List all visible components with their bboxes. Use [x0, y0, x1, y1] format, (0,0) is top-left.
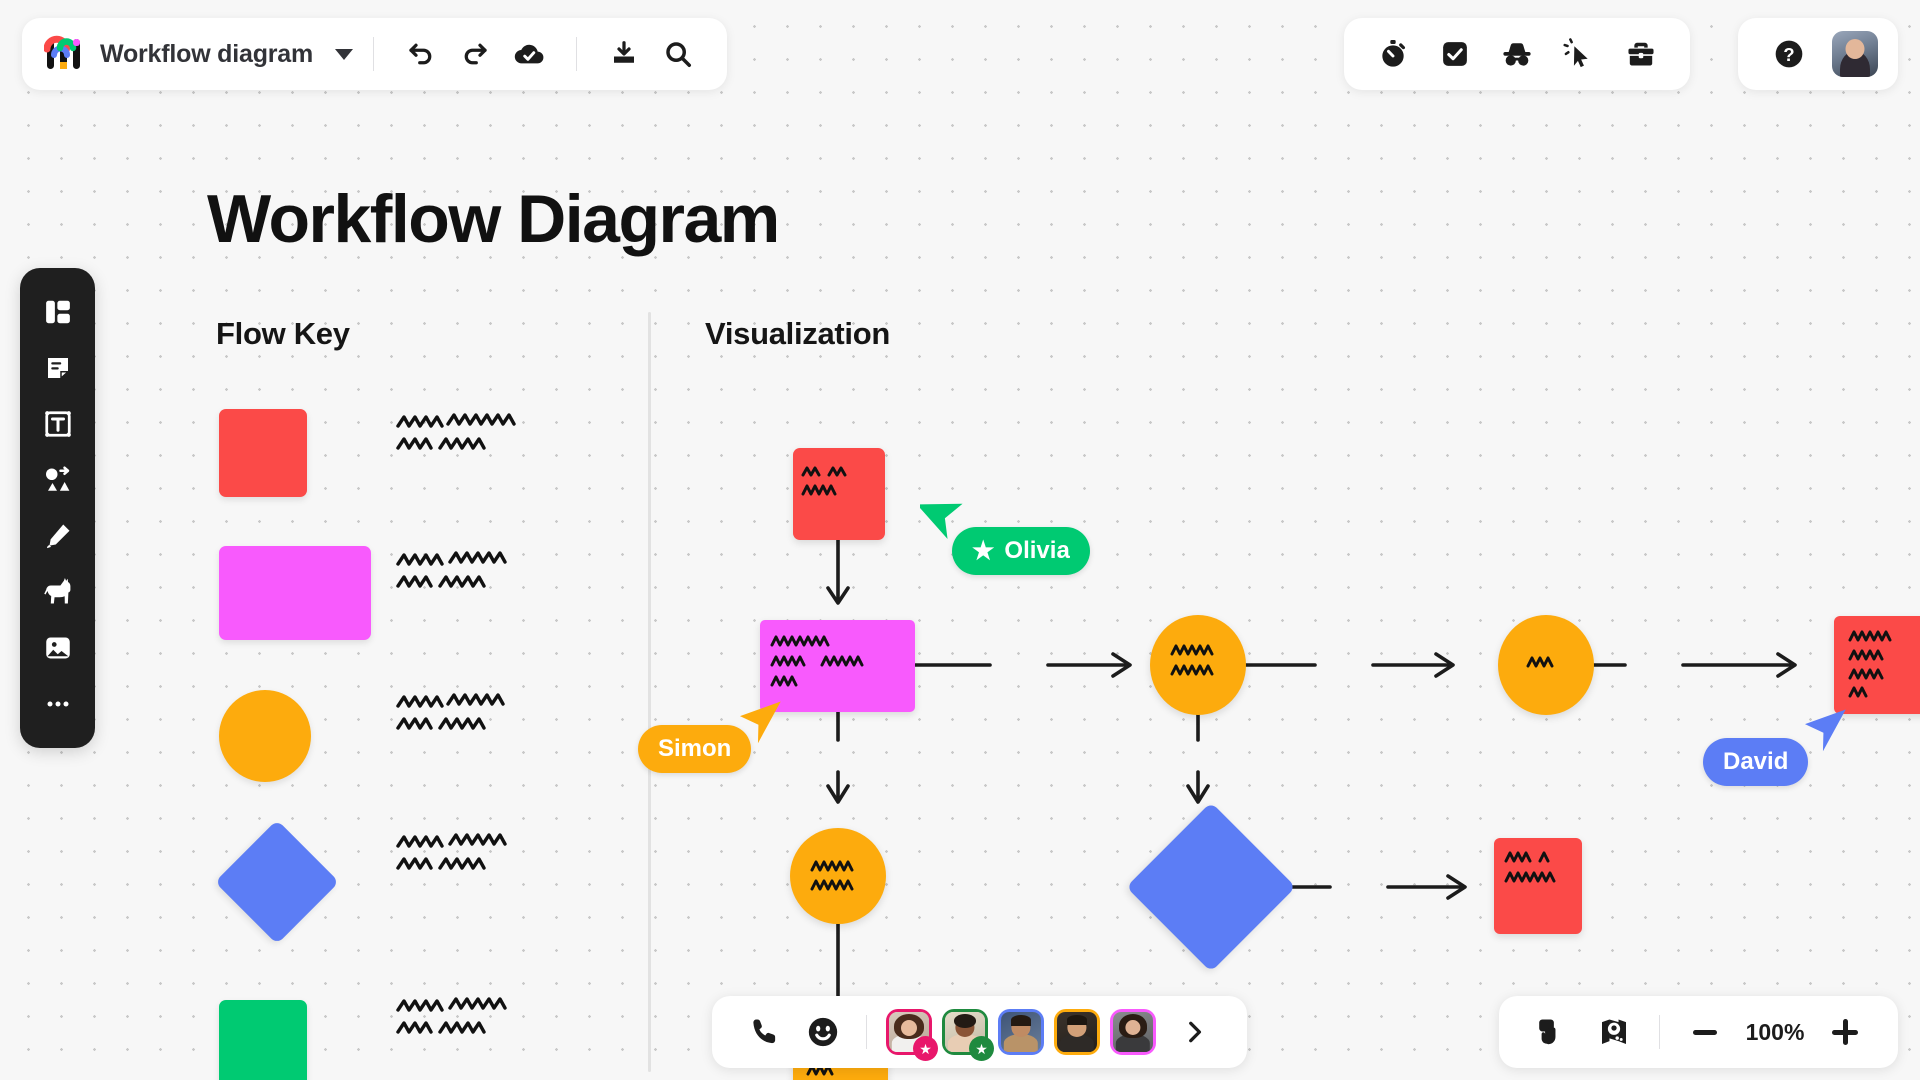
cursor-olivia-name: Olivia — [1004, 537, 1070, 564]
image-icon[interactable] — [30, 620, 86, 676]
more-icon[interactable] — [30, 676, 86, 732]
zoom-toolbar: 100% — [1499, 996, 1898, 1068]
search-icon[interactable] — [661, 37, 695, 71]
collaborator-avatar-1[interactable]: ★ — [886, 1009, 938, 1061]
collaborator-avatar-4[interactable] — [1054, 1009, 1100, 1055]
document-menu-chevron-down-icon[interactable] — [335, 48, 354, 60]
collaborators-next-icon[interactable] — [1177, 1015, 1211, 1049]
timer-icon[interactable] — [1376, 37, 1410, 71]
hand-pan-icon[interactable] — [1535, 1015, 1569, 1049]
zoom-in-button[interactable] — [1828, 1015, 1862, 1049]
column-divider — [648, 312, 651, 1072]
cloud-saved-icon[interactable] — [512, 37, 546, 71]
zoom-divider — [1659, 1015, 1660, 1049]
redo-icon[interactable] — [458, 37, 492, 71]
cursor-simon-label: Simon — [638, 725, 752, 773]
star-icon: ★ — [972, 536, 995, 565]
node-state-orange-2[interactable] — [1498, 615, 1594, 715]
node-process-pink[interactable] — [760, 620, 915, 712]
node-start-red[interactable] — [793, 448, 885, 540]
cursor-david-name: David — [1723, 748, 1789, 775]
cursor-simon-pointer-icon — [730, 690, 782, 749]
cursor-olivia-pointer-icon — [916, 490, 970, 547]
incognito-icon[interactable] — [1500, 37, 1534, 71]
cursor-click-icon[interactable] — [1562, 37, 1596, 71]
collaboration-toolbar: ★ ★ — [712, 996, 1247, 1068]
templates-icon[interactable] — [30, 284, 86, 340]
legend-label-4 — [396, 832, 556, 874]
download-icon[interactable] — [607, 37, 641, 71]
legend-label-1 — [396, 412, 556, 454]
cursor-david-pointer-icon — [1795, 698, 1847, 757]
account-toolbar: ? — [1738, 18, 1898, 90]
checkbox-icon[interactable] — [1438, 37, 1472, 71]
node-state-orange-3[interactable] — [790, 828, 886, 924]
toolbar-divider-2 — [576, 37, 578, 71]
user-avatar[interactable] — [1832, 31, 1878, 77]
collaborator-avatar-2[interactable]: ★ — [942, 1009, 994, 1061]
tools-sidebar — [20, 268, 95, 748]
utility-toolbar — [1344, 18, 1690, 90]
collaborator-avatar-5[interactable] — [1110, 1009, 1156, 1055]
document-toolbar: Workflow diagram — [22, 18, 728, 90]
node-decision-blue[interactable] — [1126, 802, 1296, 972]
zoom-out-button[interactable] — [1688, 1015, 1722, 1049]
phone-icon[interactable] — [748, 1015, 782, 1049]
toolbox-icon[interactable] — [1624, 37, 1658, 71]
cursor-simon-name: Simon — [658, 735, 732, 762]
collaboration-divider — [866, 1015, 867, 1049]
cursor-david-label: David — [1703, 738, 1809, 786]
emoji-icon[interactable] — [806, 1015, 840, 1049]
shapes-connector-icon[interactable] — [30, 452, 86, 508]
collaborator-avatar-2-star-badge: ★ — [969, 1036, 994, 1061]
map-pin-icon[interactable] — [1597, 1015, 1631, 1049]
legend-red-square[interactable] — [219, 409, 307, 497]
text-icon[interactable] — [30, 396, 86, 452]
legend-label-5 — [396, 996, 556, 1038]
llama-icon[interactable] — [30, 564, 86, 620]
page-title: Workflow Diagram — [207, 181, 780, 257]
collaborator-avatar-1-star-badge: ★ — [913, 1036, 938, 1061]
cursor-olivia-label: ★ Olivia — [952, 527, 1090, 575]
sticky-note-icon[interactable] — [30, 340, 86, 396]
collaborator-avatar-5-photo — [1113, 1012, 1153, 1052]
flow-key-heading: Flow Key — [216, 316, 350, 351]
zoom-level-label[interactable]: 100% — [1745, 1018, 1805, 1045]
legend-pink-rect[interactable] — [219, 546, 371, 640]
legend-label-3 — [396, 692, 556, 734]
legend-green-square[interactable] — [219, 1000, 307, 1080]
legend-blue-diamond[interactable] — [214, 819, 340, 945]
pen-icon[interactable] — [30, 508, 86, 564]
svg-text:?: ? — [1783, 44, 1794, 65]
collaborator-avatar-4-photo — [1057, 1012, 1097, 1052]
help-icon[interactable]: ? — [1772, 37, 1806, 71]
undo-icon[interactable] — [404, 37, 438, 71]
document-title[interactable]: Workflow diagram — [100, 39, 314, 68]
node-result-red[interactable] — [1494, 838, 1582, 934]
legend-orange-circle[interactable] — [219, 690, 311, 782]
legend-label-2 — [396, 550, 556, 592]
node-state-orange-1[interactable] — [1150, 615, 1246, 715]
visualization-heading: Visualization — [705, 316, 891, 351]
toolbar-divider — [373, 37, 375, 71]
collaborator-avatar-3[interactable] — [998, 1009, 1044, 1055]
collaborator-avatar-3-photo — [1001, 1012, 1041, 1052]
monday-logo-icon — [43, 33, 86, 75]
collaborator-avatar-1-photo — [889, 1012, 929, 1052]
